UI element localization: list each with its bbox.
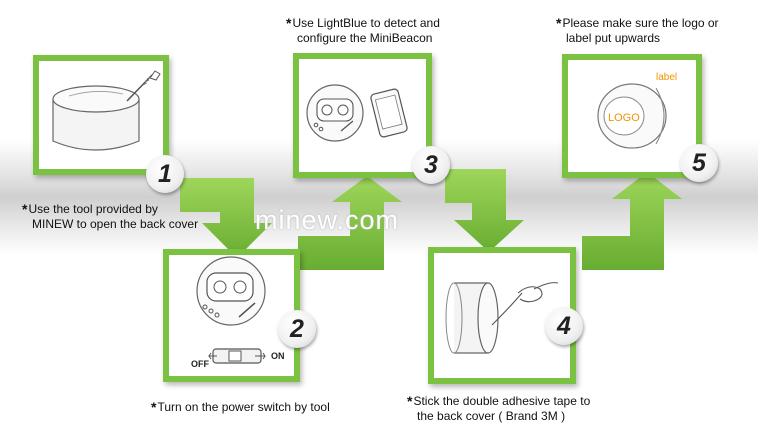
logo-upwards-illustration: LOGO label bbox=[597, 72, 677, 149]
arrow-2-to-3 bbox=[298, 176, 402, 270]
adhesive-tape-illustration bbox=[445, 282, 559, 354]
lightblue-illustration bbox=[306, 84, 408, 142]
logo-text: LOGO bbox=[608, 112, 640, 124]
watermark: minew.com bbox=[255, 205, 400, 235]
asterisk-icon: * bbox=[556, 15, 562, 31]
asterisk-icon: * bbox=[286, 15, 292, 31]
power-switch-illustration: OFF ON bbox=[191, 256, 285, 369]
switch-on-label: ON bbox=[271, 351, 285, 361]
step-1-caption: *Use the tool provided by MINEW to open … bbox=[22, 201, 199, 232]
step-3-number: 3 bbox=[412, 146, 450, 184]
step-2-number: 2 bbox=[278, 310, 316, 348]
switch-off-label: OFF bbox=[191, 359, 209, 369]
step-2-caption: *Turn on the power switch by tool bbox=[151, 399, 330, 415]
step-5-number: 5 bbox=[680, 144, 718, 182]
label-text: label bbox=[656, 72, 677, 83]
step-4-number: 4 bbox=[545, 307, 583, 345]
step-2-card: OFF ON bbox=[163, 249, 300, 382]
asterisk-icon: * bbox=[22, 201, 28, 217]
step-1-card bbox=[33, 55, 169, 175]
beacon-open-illustration bbox=[52, 70, 161, 151]
arrow-4-to-5 bbox=[582, 172, 682, 270]
step-3-caption: *Use LightBlue to detect and configure t… bbox=[286, 15, 440, 46]
step-3-card bbox=[293, 53, 432, 178]
asterisk-icon: * bbox=[407, 393, 413, 409]
step-5-caption: *Please make sure the logo or label put … bbox=[556, 15, 719, 46]
step-5-card: LOGO label bbox=[562, 54, 702, 178]
arrow-3-to-4 bbox=[445, 169, 524, 252]
step-1-number: 1 bbox=[146, 155, 184, 193]
asterisk-icon: * bbox=[151, 399, 157, 415]
arrow-1-to-2 bbox=[180, 178, 272, 258]
step-4-caption: *Stick the double adhesive tape to the b… bbox=[407, 393, 591, 424]
